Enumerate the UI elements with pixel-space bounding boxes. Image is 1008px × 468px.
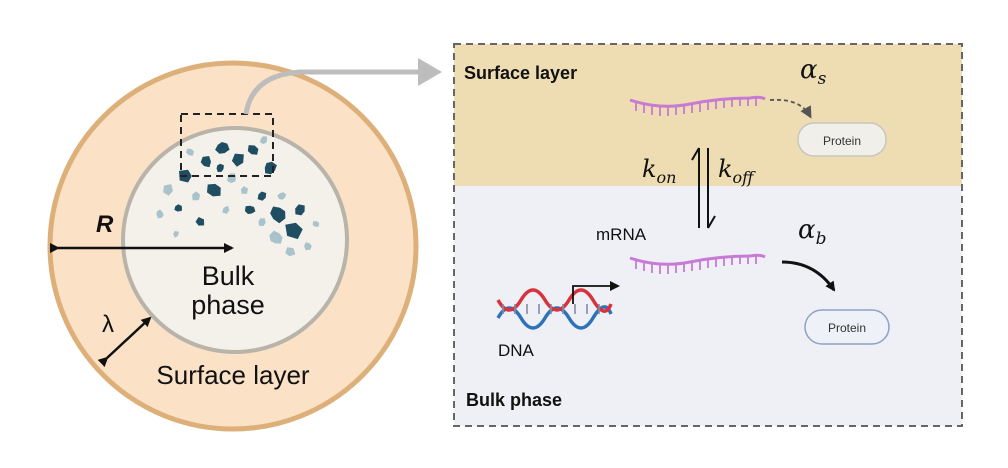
particle (270, 206, 286, 224)
k-on-label: kon (642, 155, 676, 187)
zoom-connector-arrow (243, 69, 432, 115)
particle (285, 222, 303, 240)
particle (304, 242, 312, 251)
particle (163, 184, 173, 196)
mrna-label: mRNA (596, 225, 647, 244)
zoom-panel: Surface layer Bulk phase Protein kon kof… (453, 43, 963, 427)
radius-label: R (96, 211, 114, 238)
particle (295, 204, 305, 216)
dna-helix (496, 288, 613, 330)
particle (312, 221, 320, 227)
thickness-label: λ (102, 311, 114, 338)
surface-layer-title: Surface layer (464, 63, 577, 83)
k-off-label: koff (718, 155, 756, 187)
particle (258, 218, 266, 226)
zoom-region-box (180, 113, 274, 177)
particle (156, 209, 164, 219)
particle (285, 247, 296, 257)
particle (186, 148, 195, 156)
particle (277, 192, 287, 200)
dna-label: DNA (498, 341, 535, 360)
particle (247, 145, 259, 155)
zoom-connector-arrowhead (418, 58, 442, 86)
particle (215, 142, 230, 154)
particle (244, 205, 256, 214)
particle (240, 186, 248, 194)
protein-bulk-badge (804, 309, 890, 345)
particle (259, 136, 268, 144)
particle (200, 156, 211, 168)
particle (195, 217, 205, 226)
particle (192, 191, 201, 201)
surface-mrna (629, 95, 766, 116)
particle (222, 205, 230, 214)
surface-layer-label: Surface layer (156, 360, 310, 390)
protein-surface-label: Protein (823, 134, 861, 148)
thickness-arrow (97, 316, 152, 368)
bulk-mrna (629, 253, 766, 274)
particle (216, 163, 224, 173)
zoom-panel-border (453, 43, 963, 427)
protein-bulk-label: Protein (828, 321, 866, 335)
equilibrium-arrows (691, 147, 716, 229)
particle (257, 191, 267, 201)
bulk-phase-core (121, 126, 349, 354)
particle (231, 153, 244, 167)
surface-translation-arrow (769, 98, 812, 119)
bulk-phase-label-line1: Bulk (202, 261, 255, 291)
particle (174, 204, 182, 212)
bulk-translation-arrow (781, 260, 836, 292)
droplet-schematic: R λ Bulk phase Surface layer (47, 60, 419, 432)
particle (207, 183, 221, 197)
alpha-s-label: αs (800, 55, 827, 89)
protein-surface-badge (797, 122, 887, 157)
bulk-phase-title: Bulk phase (466, 390, 562, 410)
transcription-start-arrow (572, 281, 620, 304)
particle (173, 230, 179, 238)
alpha-b-label: αb (798, 215, 826, 249)
particle (269, 230, 283, 244)
bulk-phase-label-line2: phase (191, 290, 265, 320)
particle-cluster (156, 136, 320, 257)
